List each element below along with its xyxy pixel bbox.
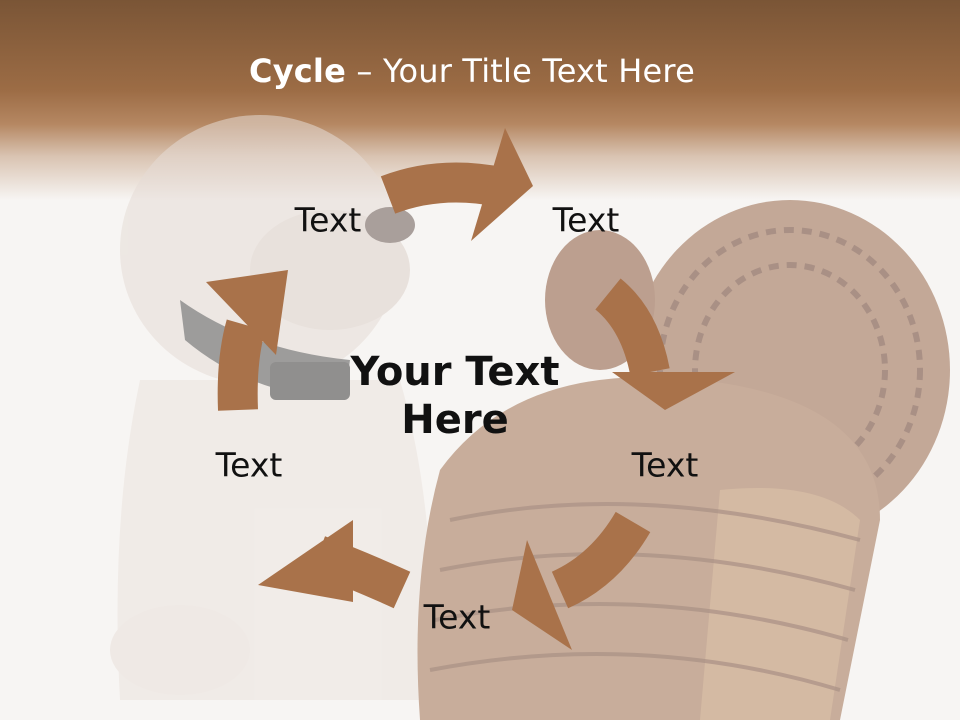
arrow-top-head	[471, 128, 533, 241]
arrow-left-head	[206, 270, 288, 355]
arrow-bottom-right-shaft	[551, 511, 651, 609]
arrow-bottom-right-head	[512, 540, 572, 650]
node-label-left: Text	[215, 445, 283, 485]
puppy-illustration	[110, 115, 432, 700]
arrow-top-shaft	[380, 162, 504, 214]
arrow-left-shaft	[217, 319, 266, 411]
node-label-bottom: Text	[423, 597, 491, 637]
node-label-right: Text	[631, 445, 699, 485]
arrow-right-head	[612, 372, 735, 410]
wicker-basket-illustration	[417, 200, 950, 720]
title-separator: –	[346, 52, 383, 90]
title-bold: Cycle	[249, 52, 346, 90]
node-label-top-right: Text	[552, 200, 620, 240]
arrow-bottom-left-head	[258, 520, 353, 602]
slide-title: Cycle – Your Title Text Here	[0, 52, 944, 90]
title-rest: Your Title Text Here	[382, 52, 695, 90]
center-text: Your Text Here	[350, 349, 560, 443]
node-label-top-left: Text	[294, 200, 362, 240]
arrow-right-shaft	[594, 278, 670, 377]
